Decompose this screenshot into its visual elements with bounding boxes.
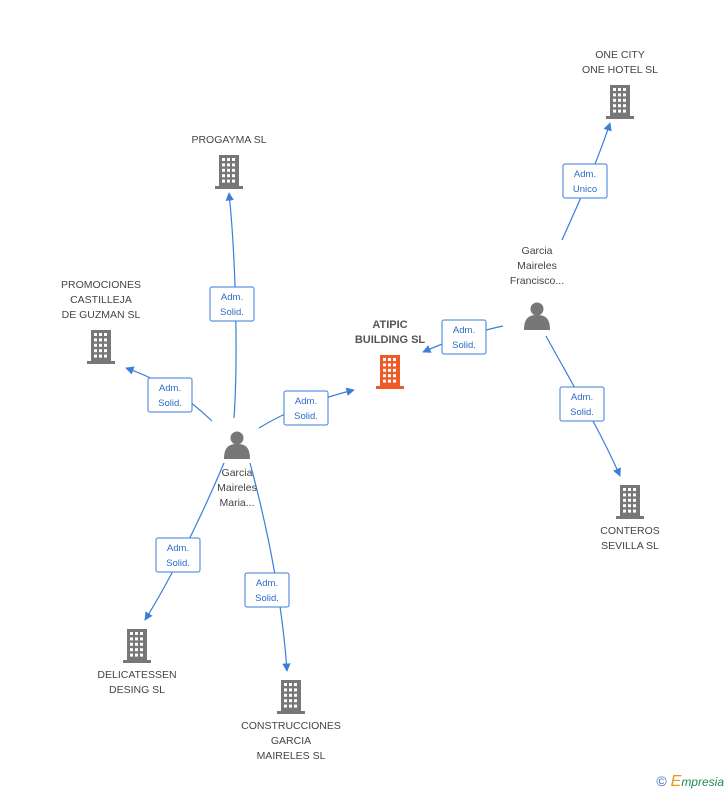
person-label-maria-line: Maria... bbox=[219, 497, 254, 509]
badge-francisco_onecity[interactable]: Adm. Unico bbox=[562, 163, 608, 199]
company-label-promociones: PROMOCIONES CASTILLEJA DE GUZMAN SL bbox=[61, 279, 141, 321]
company-label-delicatessen-line: DESING SL bbox=[109, 684, 165, 696]
person-label-francisco-line: Maireles bbox=[517, 260, 557, 272]
badge-text: Adm. bbox=[453, 325, 475, 336]
center-company-label-line: ATIPIC bbox=[372, 319, 407, 331]
badge-maria_progayma[interactable]: Adm. Solid. bbox=[209, 286, 255, 322]
badge-text: Adm. bbox=[256, 578, 278, 589]
company-label-construcciones-line: MAIRELES SL bbox=[257, 750, 326, 762]
company-label-promociones-line: CASTILLEJA bbox=[70, 294, 132, 306]
company-label-conteros-line: CONTEROS bbox=[600, 525, 660, 537]
badge-text: Adm. bbox=[295, 396, 317, 407]
building-icon-delicatessen[interactable] bbox=[123, 629, 151, 663]
badge-francisco_conteros[interactable]: Adm. Solid. bbox=[559, 386, 605, 422]
company-label-construcciones: CONSTRUCCIONES GARCIA MAIRELES SL bbox=[241, 720, 341, 762]
person-label-francisco-line: Garcia bbox=[522, 245, 553, 257]
badge-text: Solid. bbox=[220, 307, 244, 318]
company-label-conteros: CONTEROS SEVILLA SL bbox=[600, 525, 660, 552]
badge-text: Adm. bbox=[167, 543, 189, 554]
brand-initial: E bbox=[670, 773, 682, 790]
building-icon-promociones[interactable] bbox=[87, 330, 115, 364]
badge-text: Adm. bbox=[574, 169, 596, 180]
badge-text: Solid. bbox=[452, 340, 476, 351]
badge-text: Solid. bbox=[158, 398, 182, 409]
person-label-maria-line: Maireles bbox=[217, 482, 257, 494]
badge-text: Adm. bbox=[221, 292, 243, 303]
badge-text: Solid. bbox=[255, 593, 279, 604]
company-label-progayma-line: PROGAYMA SL bbox=[191, 134, 266, 146]
building-icon-construcciones[interactable] bbox=[277, 680, 305, 714]
company-label-delicatessen-line: DELICATESSEN bbox=[97, 669, 176, 681]
edge-maria_construcciones bbox=[249, 462, 291, 672]
company-label-conteros-line: SEVILLA SL bbox=[601, 540, 659, 552]
center-company-label: ATIPIC BUILDING SL bbox=[355, 319, 426, 346]
person-icon-francisco[interactable] bbox=[524, 302, 550, 331]
center-company-label-line: BUILDING SL bbox=[355, 334, 426, 346]
company-label-one_city: ONE CITY ONE HOTEL SL bbox=[582, 49, 658, 76]
edges-layer bbox=[125, 122, 621, 672]
person-label-maria-line: Garcia bbox=[222, 467, 253, 479]
copyright-symbol: © bbox=[656, 773, 667, 789]
company-label-promociones-line: PROMOCIONES bbox=[61, 279, 141, 291]
footer-brand[interactable]: ©Empresia bbox=[656, 773, 724, 791]
badge-maria_center[interactable]: Adm. Solid. bbox=[283, 390, 329, 426]
badge-text: Solid. bbox=[570, 407, 594, 418]
badges-layer: Adm. Solid. Adm. Solid. Adm. Solid. Adm. Solid.… bbox=[147, 163, 608, 608]
company-label-one_city-line: ONE HOTEL SL bbox=[582, 64, 658, 76]
badge-maria_promociones[interactable]: Adm. Solid. bbox=[147, 377, 193, 413]
company-label-one_city-line: ONE CITY bbox=[595, 49, 645, 61]
building-icon-one_city[interactable] bbox=[606, 85, 634, 119]
company-label-construcciones-line: CONSTRUCCIONES bbox=[241, 720, 341, 732]
person-icon-maria[interactable] bbox=[224, 431, 250, 460]
badge-maria_delicatessen[interactable]: Adm. Solid. bbox=[155, 537, 201, 573]
badge-text: Solid. bbox=[166, 558, 190, 569]
company-label-promociones-line: DE GUZMAN SL bbox=[62, 309, 141, 321]
badge-francisco_center[interactable]: Adm. Solid. bbox=[441, 319, 487, 355]
person-label-francisco-line: Francisco... bbox=[510, 275, 564, 287]
brand-name: mpresia bbox=[681, 775, 724, 789]
building-icon-progayma[interactable] bbox=[215, 155, 243, 189]
badge-text: Adm. bbox=[159, 383, 181, 394]
badge-text: Solid. bbox=[294, 411, 318, 422]
company-label-delicatessen: DELICATESSEN DESING SL bbox=[97, 669, 176, 696]
badge-maria_construcciones[interactable]: Adm. Solid. bbox=[244, 572, 290, 608]
building-icon-conteros[interactable] bbox=[616, 485, 644, 519]
company-label-progayma: PROGAYMA SL bbox=[191, 134, 266, 146]
center-building-icon[interactable] bbox=[376, 355, 404, 389]
company-label-construcciones-line: GARCIA bbox=[271, 735, 311, 747]
badge-text: Unico bbox=[573, 184, 597, 195]
badge-text: Adm. bbox=[571, 392, 593, 403]
